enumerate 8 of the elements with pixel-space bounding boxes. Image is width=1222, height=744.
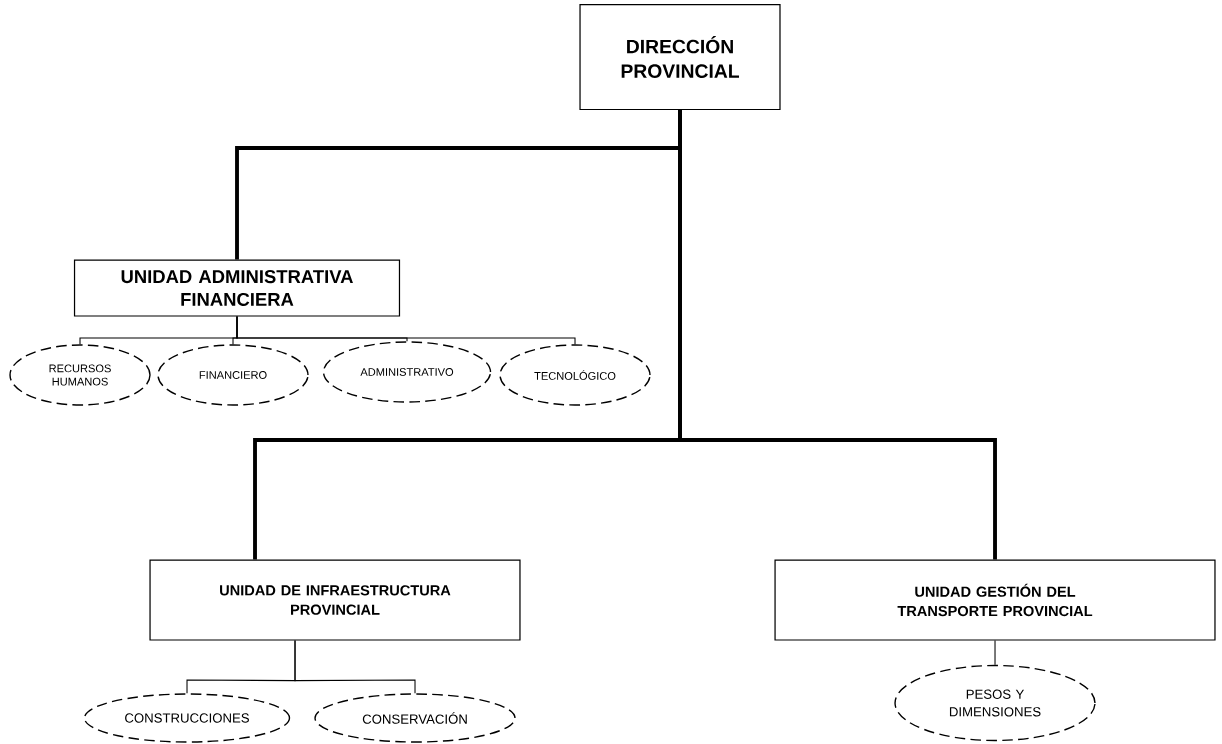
department-box: DIRECCIÓN PROVINCIAL: [579, 3, 781, 111]
department-box: UNIDAD ADMINISTRATIVA FINANCIERA: [73, 259, 401, 317]
connector-line: [678, 110, 997, 560]
department-box: UNIDAD DE INFRAESTRUCTURA PROVINCIAL: [149, 559, 521, 641]
connector-line: [236, 316, 576, 345]
department-box: UNIDAD GESTIÓN DEL TRANSPORTE PROVINCIAL: [774, 559, 1216, 641]
connector-line: [994, 640, 996, 666]
connector-line: [294, 640, 416, 694]
